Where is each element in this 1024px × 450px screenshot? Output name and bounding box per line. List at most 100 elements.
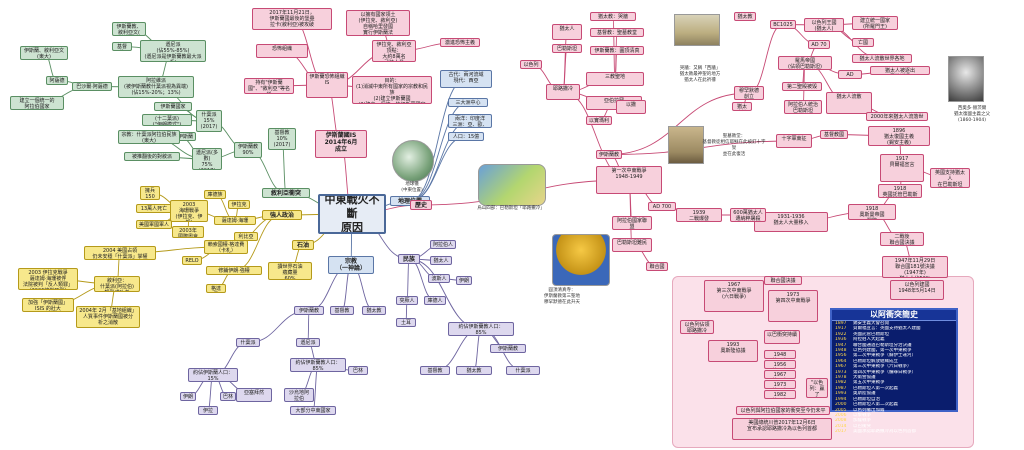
node-p33[interactable]: 阿拉伯人統治巴勒斯坦 1300年 [784,100,822,114]
node-p36[interactable]: 基督教國家 爭奪耶路撒冷 [820,130,848,139]
node-p65[interactable]: 聯合國 [646,262,668,271]
node-p23[interactable]: AD 70 [808,40,830,49]
node-p37[interactable]: 1896 猶太復國主義 (錫安主義) [868,126,930,146]
node-p16[interactable]: 猶太教 [734,12,756,21]
node-p25[interactable]: 猶太人被逐出 巴勒斯坦 [870,66,930,75]
node-p22[interactable]: 猶太人流散世界各地 [852,54,912,63]
branch-syria[interactable]: 敘利亞衝突 [262,188,310,198]
node-y9[interactable]: 2004 美國占領 仍未安穩「什葉派」掌權 [84,246,156,260]
node-y8[interactable]: 薩達姆·海珊 [214,216,256,225]
branch-oil[interactable]: 石油 [292,240,314,250]
node-y12[interactable]: 賴索國權·格達費 （卡札） [204,240,248,254]
node-g1[interactable]: 伊斯蘭教、敘利亞文( 方言) [112,22,146,36]
node-p30[interactable]: AD 700 [648,202,676,211]
node-i7[interactable]: 恐怖組織 [256,44,308,58]
node-y4[interactable]: 庫德族 [204,190,226,199]
node-rel-pct[interactable]: 約佔伊斯蘭教人口： 85% [448,322,514,336]
node-y5[interactable]: 美國軍國軍人 [136,220,172,229]
node-g10[interactable]: (十二葉派) ("伊朗模式") [142,114,192,126]
node-r10[interactable]: 約佔伊斯蘭教人口： 85% [290,358,346,372]
node-p39[interactable]: 英國支持猶太人 在巴勒斯坦 建立民族國家 [930,168,970,188]
node-p27[interactable]: AD 100 [838,70,862,79]
node-e5[interactable]: 突厥人 [396,296,418,305]
node-g9[interactable]: 伊斯蘭國家 [154,102,192,111]
node-y17[interactable]: 加強「伊斯蘭國」 ISIS 的壯大 [22,298,74,312]
node-p12[interactable]: 伊斯蘭教：圓頂清真寺 [590,46,644,55]
node-p29[interactable]: 2000年來猶太人流落世界各地 [866,112,928,121]
node-p3[interactable]: 兩洋：印度洋 三洲：亞、歐、非洲 [448,114,492,128]
node-g14[interactable]: 被推翻後的對敘派 [124,152,180,161]
node-p54[interactable]: 1973 第四次中東戰爭 [768,290,818,322]
node-i1[interactable]: 2017年11月21日， 伊斯蘭國最後的堡壘 拉卡(敘利亞)被攻破 [252,8,332,30]
node-p42[interactable]: 1931-1936 猶太人大量移入 [754,212,828,232]
node-i3[interactable]: 伊拉克、敘利亞 頂點： 大約8萬名 武裝人員 [372,40,416,62]
node-g13[interactable]: 遜尼派(多數) 75% (2017) [192,148,222,170]
center-topic[interactable]: 中東戰火不斷 原因 [318,194,386,234]
node-r1[interactable]: 伊斯蘭教 [294,306,324,315]
node-r5[interactable]: 約佔伊斯蘭人口： 15% [188,368,238,382]
node-y15[interactable]: 敘利亞： 什葉派(阿拉伯) 轉型成功者 [94,276,140,292]
node-p8[interactable]: 巴勒斯坦人 [552,44,582,53]
node-p32[interactable]: 猶太人流亡 [732,102,752,111]
node-p38[interactable]: 1917 貝爾福宣言 [880,154,924,182]
node-p52[interactable]: 1967 第三次中東戰爭 (六日戰爭) [704,280,764,312]
node-g17[interactable]: 宗教：什葉派阿拉伯民族 (東大) [118,130,180,144]
node-g7[interactable]: 巴沙爾·阿薩德 [72,82,112,91]
node-y16[interactable]: 修鋪伊朗·強權 [206,266,262,275]
node-p55[interactable]: 以巴衝突持續 [764,330,800,344]
node-g16[interactable]: 基督教 10% (2017) [268,128,296,150]
node-e4[interactable]: 伊朗 [456,276,472,285]
node-y3[interactable]: 2003 海珊戰爭 (伊拉克、伊朗) [170,200,208,222]
node-r4[interactable]: 什葉派 [236,338,260,347]
node-p31[interactable]: 伊斯蘭教 [596,150,622,159]
node-y11[interactable]: 格達費 [206,284,226,293]
node-r3[interactable]: 猶太教 [362,306,386,315]
node-p2[interactable]: 三大洲中心 [448,98,488,107]
node-e1[interactable]: 阿拉伯人 [430,240,456,249]
node-g11[interactable]: 什葉派 15% (2017) [196,110,222,132]
node-p14[interactable]: 以撒 [616,100,646,114]
node-rel-pct-1[interactable]: 伊斯蘭教 [490,344,526,353]
node-e3[interactable]: 波斯人 [428,274,450,283]
node-i2[interactable]: 以擁有國家領土 (伊拉克、敘利亞) 自稱哈里發國 實行伊斯蘭法 (激進伊斯蘭遜尼… [346,10,410,36]
node-y7[interactable]: 伊拉克 [228,200,250,209]
node-y18[interactable]: 2004年 2月「基地組織」 人質事件伊斯蘭國被分 析之消散 [76,306,140,328]
node-p60[interactable]: 1956 第二次 [764,360,796,369]
node-i5[interactable]: 持有"伊斯蘭國"、"敘利亞"等名稱 [244,78,294,94]
node-p43[interactable]: 1939 二戰爆發 [676,208,722,222]
node-p58[interactable]: 1993 奧斯陸協議 [708,340,758,362]
node-p6[interactable]: 耶路撒冷 [546,84,580,100]
branch-ethnic[interactable]: 民族 [398,254,420,264]
node-r12[interactable]: 大部分中東國家 [290,406,336,415]
node-y29[interactable]: 讀世界石油 蘊藏量 60% [268,262,312,280]
node-p56[interactable]: 美國總統川普2017年12月6日 宣布承認耶路撒冷為以色列首都 [732,418,832,440]
node-rel-pct-2[interactable]: 基督教 [420,366,450,375]
node-i8[interactable]: 伊斯蘭恐怖組織 IS [306,72,348,98]
node-p62[interactable]: 1973 第四次 [764,380,796,389]
node-p40[interactable]: 1918 英國託管巴勒斯坦 (1918-1948) [878,184,922,198]
node-p28[interactable]: 猶太人流散 [826,92,872,114]
node-g4[interactable]: 阿拉維派 (被伊斯蘭教什葉派視為異端) (佔15%-20%；13%) [118,76,194,98]
node-r2[interactable]: 基督教 [330,306,354,315]
node-r8[interactable]: 巴林 [220,392,236,401]
branch-history[interactable]: 歷史 [410,200,432,210]
node-g5[interactable]: 伊斯蘭、敘利亞文 (東大) [20,46,68,60]
node-i6[interactable]: 激進恐怖主義 [440,38,480,47]
node-p21[interactable]: 亡國 [852,38,874,47]
node-rel-pct-3[interactable]: 猶太教 [456,366,492,375]
node-p24[interactable]: 羅馬帝國 (佔領巴勒斯坦) [778,56,832,70]
branch-politics[interactable]: 強人政治 [262,210,302,220]
node-p45[interactable]: 二戰後 聯合國決議 巴勒斯坦分治 [880,232,924,246]
node-i4[interactable]: 目的： (1)消滅中東所有國家的宗教和民族 (2)建立伊斯蘭國 (3)建立一個統… [352,76,432,104]
node-p34[interactable]: 穆罕默德創立 伊斯蘭教 [734,86,764,100]
node-y14[interactable]: 2003 伊拉克戰爭 薩達姆·海珊被俘 法院被判「反人類罪」 （2006被判死刑… [18,268,78,290]
node-p64[interactable]: "以色列：贏了 但輸了" [806,378,828,398]
node-g8[interactable]: 建立一個統一的 阿拉伯國家 [10,96,64,110]
node-p26[interactable]: 第二聖殿被毀 [782,82,822,91]
node-p44[interactable]: 600萬猶太人 遭納粹屠殺 [730,208,766,222]
node-p4[interactable]: 人口：15億 [448,132,484,141]
node-p10[interactable]: 猶太教：哭牆 [590,12,636,21]
node-y2[interactable]: 13萬人死亡 [136,204,172,213]
node-r20[interactable]: 遜尼派 [296,338,320,347]
node-p59[interactable]: 1948 第一次 [764,350,796,359]
